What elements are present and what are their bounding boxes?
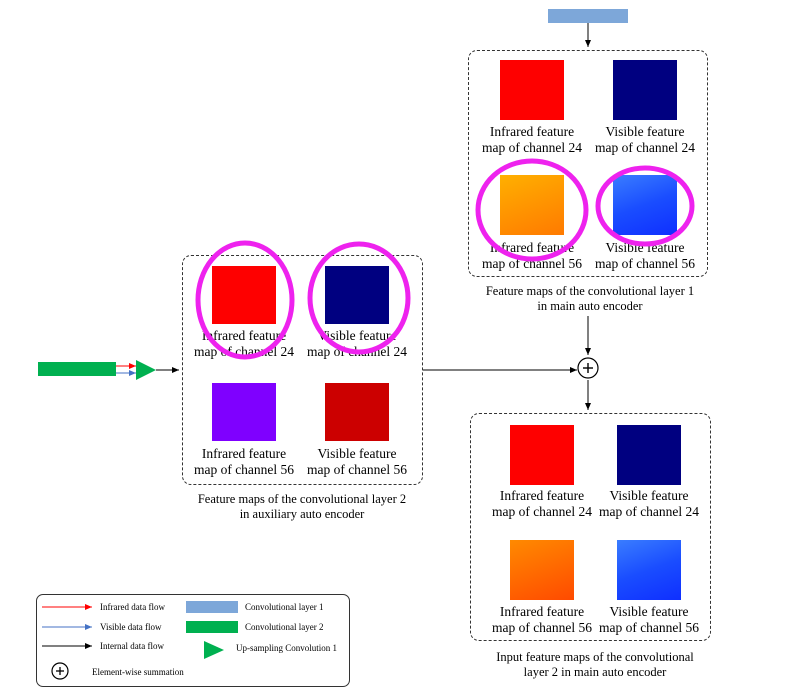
- main-l2-visible-56-map: [617, 540, 681, 600]
- main-l2-infrared-56-map: [510, 540, 574, 600]
- main-l1-infrared-24-map: [500, 60, 564, 120]
- main-l1-infrared-56-map: [500, 175, 564, 235]
- conv2-block-left: [38, 362, 116, 376]
- legend-visible-flow-label: Visible data flow: [100, 622, 162, 632]
- aux-l2-infrared-24-map: [212, 266, 276, 324]
- main-layer1-caption: Feature maps of the convolutional layer …: [485, 284, 695, 313]
- main-layer2-input-panel: [470, 413, 711, 641]
- aux-l2-infrared-56-map: [212, 383, 276, 441]
- aux-l2-visible-24-map: [325, 266, 389, 324]
- legend-infrared-flow-label: Infrared data flow: [100, 602, 165, 612]
- aux-layer2-caption: Feature maps of the convolutional layer …: [197, 492, 407, 521]
- legend-internal-flow-label: Internal data flow: [100, 641, 164, 651]
- main-l1-visible-56-map: [613, 175, 677, 235]
- aux-layer2-panel: [182, 255, 423, 485]
- legend-conv2-label: Convolutional layer 2: [245, 622, 324, 632]
- aux-l2-visible-56-map: [325, 383, 389, 441]
- conv1-block-top: [548, 9, 628, 23]
- main-l2-infrared-24-map: [510, 425, 574, 485]
- legend-upsampling-label: Up-sampling Convolution 1: [236, 643, 337, 653]
- legend-conv2-swatch: [186, 621, 238, 633]
- legend-conv1-swatch: [186, 601, 238, 613]
- legend-conv1-label: Convolutional layer 1: [245, 602, 324, 612]
- summation-icon: [577, 357, 599, 379]
- legend-box: [36, 594, 350, 687]
- main-l2-visible-24-map: [617, 425, 681, 485]
- main-l1-visible-24-map: [613, 60, 677, 120]
- upsampling-triangle-icon: [136, 360, 156, 380]
- main-layer1-panel: [468, 50, 708, 277]
- legend-summation-label: Element-wise summation: [92, 667, 184, 677]
